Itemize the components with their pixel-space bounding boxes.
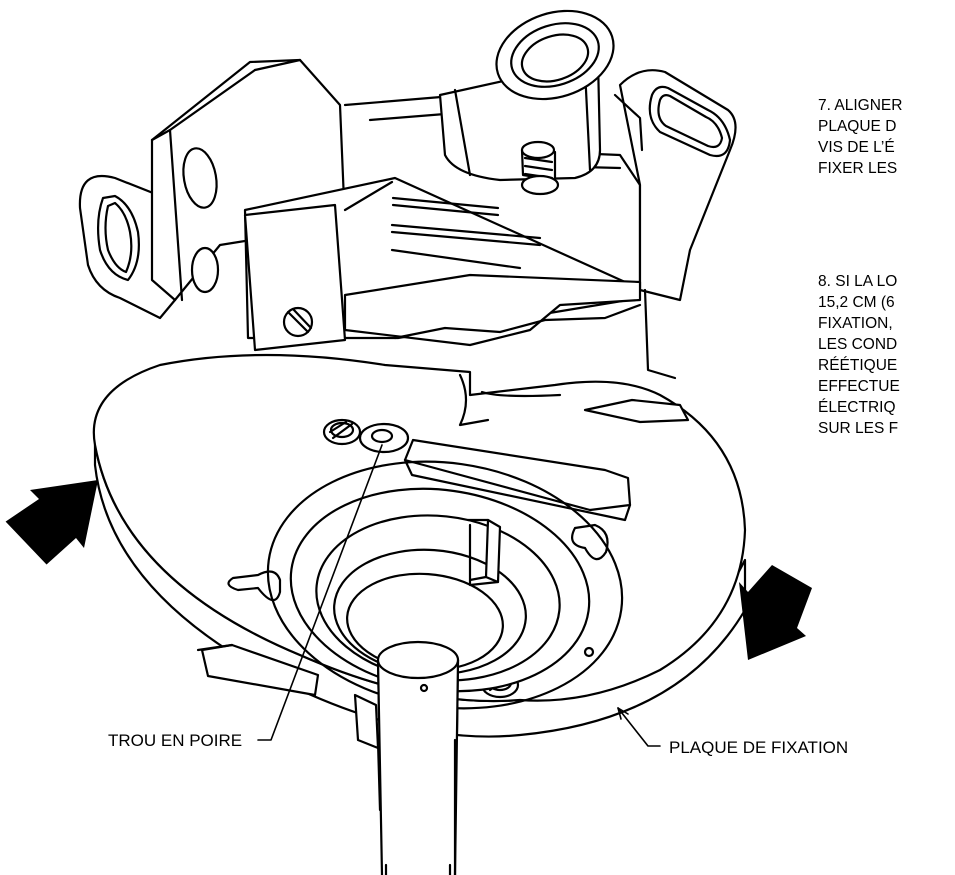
- instruction-step-8: 8. SI LA LO 15,2 CM (6 FIXATION, LES CON…: [818, 273, 900, 437]
- mounting-screw-top: [322, 418, 362, 446]
- junction-box: [78, 58, 737, 380]
- leader-plate: [617, 707, 661, 747]
- stem-pipe: [353, 640, 460, 875]
- keyhole-slot: [358, 422, 410, 454]
- rotation-arrow-left: [4, 480, 98, 566]
- mounting-plate: [92, 353, 747, 738]
- conduit-connector: [438, 9, 615, 196]
- instruction-step-7: 7. ALIGNER PLAQUE D VIS DE L’É FIXER LES: [818, 97, 903, 177]
- rotation-arrow-right: [739, 565, 812, 660]
- leader-keyhole: [257, 444, 383, 741]
- keyhole-label: TROU EN POIRE: [108, 731, 243, 750]
- mounting-plate-label: PLAQUE DE FIXATION: [669, 738, 849, 757]
